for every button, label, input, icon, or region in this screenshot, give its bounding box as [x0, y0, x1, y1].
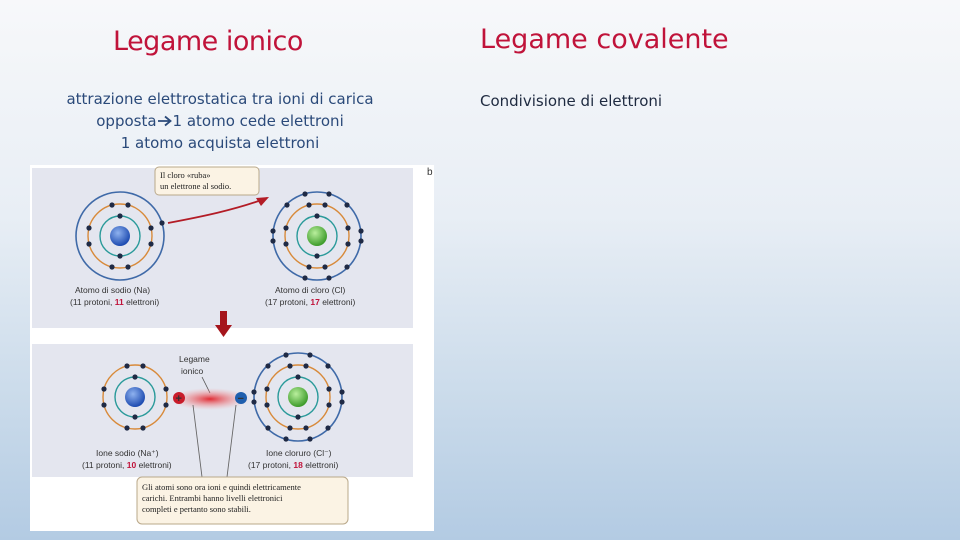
transfer-arrow	[167, 197, 268, 224]
transfer-arrow-head	[256, 197, 269, 206]
callout-bottom-line-2: carichi. Entrambi hanno livelli elettron…	[142, 493, 283, 503]
description-line-2: opposta 1 atomo cede elettroni	[40, 110, 400, 132]
callout-bottom-line-3: completi e pertanto sono stabili.	[142, 504, 251, 514]
chloride-ion-label: Ione cloruro (Cl⁻)	[266, 448, 332, 458]
description-opposite: opposta	[96, 112, 157, 130]
ions-panel	[32, 344, 413, 477]
left-title: Legame ionico	[113, 26, 303, 57]
minus-sign-icon	[235, 392, 247, 404]
callout-top-line-1: Il cloro «ruba»	[160, 170, 211, 180]
ionic-bond-figure: b Il cloro «ruba» un elettrone al sodio.	[30, 165, 434, 531]
minus-sign: −	[238, 393, 244, 405]
callout-top-box	[154, 166, 260, 196]
covalent-bond-description: Condivisione di elettroni	[480, 92, 663, 110]
ionic-bond-glow	[170, 388, 250, 410]
right-title: Legame covalente	[480, 24, 729, 55]
chlorine-atom-detail: (17 protoni, 17 elettroni)	[265, 297, 355, 307]
callout-bottom-line-1: Gli atomi sono ora ioni e quindi elettri…	[142, 482, 301, 492]
sodium-atom-detail: (11 protoni, 11 elettroni)	[70, 297, 159, 307]
sodium-ion	[101, 363, 169, 431]
sodium-ion-label: Ione sodio (Na⁺)	[96, 448, 159, 458]
chloride-ion	[251, 352, 345, 442]
chlorine-atom	[270, 191, 364, 281]
description-line-3: 1 atomo acquista elettroni	[120, 134, 320, 152]
chloride-ion-detail: (17 protoni, 18 elettroni)	[248, 460, 338, 470]
plus-sign-icon	[173, 392, 185, 404]
down-arrow-icon	[215, 311, 232, 337]
callout-top-line-2: un elettrone al sodio.	[160, 181, 231, 191]
ionic-bond-description: attrazione elettrostatica tra ioni di ca…	[40, 88, 400, 154]
bond-label-line-1: Legame	[179, 354, 210, 364]
description-line-1: attrazione elettrostatica tra ioni di ca…	[66, 90, 374, 108]
bond-label-line-2: ionico	[181, 366, 203, 376]
corner-mark: b	[427, 167, 433, 178]
plus-sign: +	[176, 393, 182, 405]
callout-bottom-pointer	[192, 404, 237, 478]
sodium-atom	[75, 191, 165, 281]
sodium-atom-label: Atomo di sodio (Na)	[75, 285, 150, 295]
chlorine-atom-label: Atomo di cloro (Cl)	[275, 285, 346, 295]
callout-bottom-box	[136, 476, 349, 525]
sodium-ion-detail: (11 protoni, 10 elettroni)	[82, 460, 172, 470]
description-gives: 1 atomo cede elettroni	[172, 112, 344, 130]
arrow-right-icon	[157, 115, 172, 127]
